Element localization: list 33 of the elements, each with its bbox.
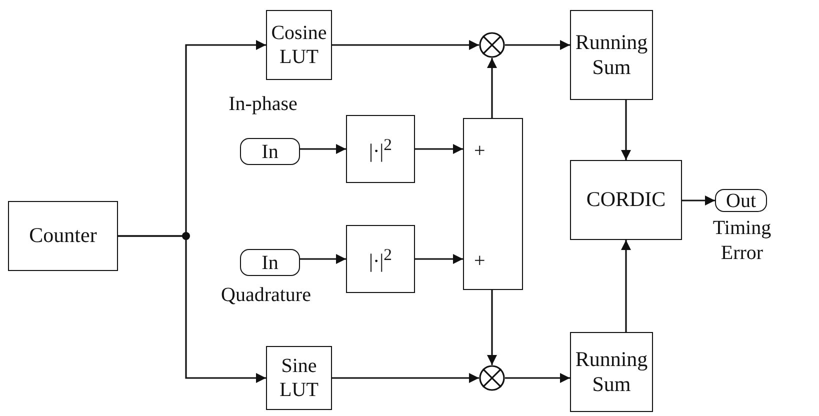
- port-terminal: In: [240, 138, 300, 165]
- process-block: Running Sum: [570, 332, 653, 412]
- arrow: [487, 290, 497, 365]
- signal-label: In-phase: [228, 92, 298, 117]
- arrow: [300, 254, 346, 264]
- process-block: Running Sum: [570, 10, 653, 100]
- signal-label: Timing Error: [712, 216, 772, 266]
- process-block: Sine LUT: [266, 346, 332, 410]
- multiplier-symbol: [479, 32, 505, 58]
- arrow: [415, 254, 463, 264]
- arrow: [332, 40, 479, 50]
- arrow: [300, 144, 346, 154]
- arrow: [332, 373, 479, 383]
- arrow: [415, 144, 463, 154]
- arrow: [118, 235, 266, 383]
- arrow: [505, 40, 570, 50]
- process-block: Counter: [8, 201, 118, 271]
- arrow: [621, 100, 631, 160]
- plus-sign: +: [474, 141, 486, 161]
- signal-label: Quadrature: [220, 283, 312, 308]
- port-terminal: Out: [715, 189, 767, 212]
- process-block: |·|$^{2}$: [346, 225, 415, 293]
- plus-sign: +: [474, 251, 486, 271]
- process-block: |·|$^{2}$: [346, 115, 415, 183]
- port-terminal: In: [240, 249, 300, 276]
- process-block: Cosine LUT: [266, 10, 332, 80]
- multiplier-symbol: [479, 365, 505, 391]
- adder-block: [463, 118, 523, 290]
- arrow: [682, 196, 715, 206]
- arrow: [621, 240, 631, 332]
- arrow: [487, 58, 497, 118]
- process-block: CORDIC: [570, 160, 682, 240]
- arrow: [505, 373, 570, 383]
